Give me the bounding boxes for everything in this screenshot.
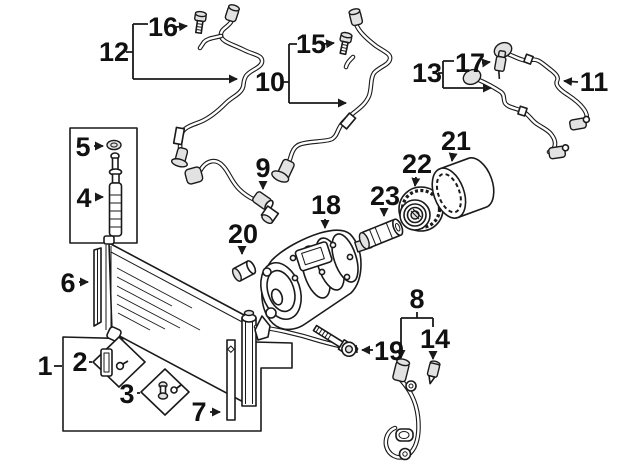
tube-10-elbow-fitting — [271, 158, 295, 183]
leader-17 — [481, 58, 491, 68]
leader-16 — [175, 22, 188, 32]
part-17-service-valve — [493, 50, 507, 80]
leader-15 — [323, 39, 335, 49]
part-9-hose — [184, 158, 280, 225]
part-condenser — [103, 235, 359, 407]
part-13-refrigerant-pipe — [462, 68, 570, 160]
part-5-cap — [106, 139, 122, 151]
callout-14[interactable]: 14 — [420, 324, 450, 354]
leader-22 — [411, 176, 421, 187]
part-3-hardware-kit — [140, 368, 190, 416]
callout-6[interactable]: 6 — [60, 268, 75, 298]
callout-21[interactable]: 21 — [441, 126, 471, 156]
part-2-hardware-kit — [92, 336, 146, 388]
part-12-refrigerant-tube — [170, 4, 265, 168]
callout-18[interactable]: 18 — [311, 190, 341, 220]
leader-lines — [54, 22, 579, 417]
callout-16[interactable]: 16 — [148, 12, 178, 42]
part-10-refrigerant-tube — [271, 8, 393, 183]
tube-10-end-fitting — [348, 8, 364, 27]
leader-11 — [563, 77, 579, 87]
part-18-compressor — [254, 229, 374, 341]
callout-2[interactable]: 2 — [72, 347, 87, 377]
callout-17[interactable]: 17 — [455, 48, 485, 78]
callout-20[interactable]: 20 — [228, 219, 258, 249]
part-1-condenser-assembly-outline — [62, 336, 293, 432]
part-7-mounting-bracket — [226, 339, 236, 421]
callout-22[interactable]: 22 — [402, 149, 432, 179]
callout-4[interactable]: 4 — [76, 183, 91, 213]
callout-13[interactable]: 13 — [412, 58, 442, 88]
part-11-refrigerant-pipe — [493, 41, 591, 131]
callout-10[interactable]: 10 — [255, 67, 285, 97]
callout-7[interactable]: 7 — [191, 397, 206, 427]
callout-3[interactable]: 3 — [119, 379, 134, 409]
tube-12-end-fitting — [224, 4, 241, 23]
leader-12-bracket — [126, 23, 148, 79]
callout-8[interactable]: 8 — [409, 284, 424, 314]
leader-13-bracket — [438, 60, 454, 88]
tube-12-lower-fitting — [170, 146, 189, 168]
leader-21 — [448, 152, 458, 162]
part-14-valve — [426, 360, 441, 385]
part-6-seal-strip — [93, 247, 102, 327]
part-16-bolt — [194, 10, 208, 35]
leader-8-bracket — [401, 312, 434, 327]
part-8-pressure-hose — [383, 358, 421, 461]
part-15-bolt — [339, 31, 353, 56]
callout-15[interactable]: 15 — [296, 29, 326, 59]
condenser-fins — [116, 267, 201, 331]
part-20-bushing — [231, 260, 257, 282]
hose-8-fitting — [392, 358, 411, 383]
part-21-clutch-drum — [431, 157, 495, 219]
callout-1[interactable]: 1 — [37, 351, 52, 381]
callout-11[interactable]: 11 — [580, 67, 609, 97]
leader-10-bracket — [282, 43, 297, 103]
part-4-drier-cartridge — [108, 152, 123, 237]
callout-9[interactable]: 9 — [255, 153, 270, 183]
part-23-coupling — [358, 218, 404, 250]
callout-23[interactable]: 23 — [370, 181, 400, 211]
condenser-right-header — [241, 309, 257, 407]
callout-19[interactable]: 19 — [374, 336, 404, 366]
callout-12[interactable]: 12 — [99, 37, 129, 67]
callout-5[interactable]: 5 — [75, 132, 90, 162]
part-19-bolt — [312, 324, 357, 358]
